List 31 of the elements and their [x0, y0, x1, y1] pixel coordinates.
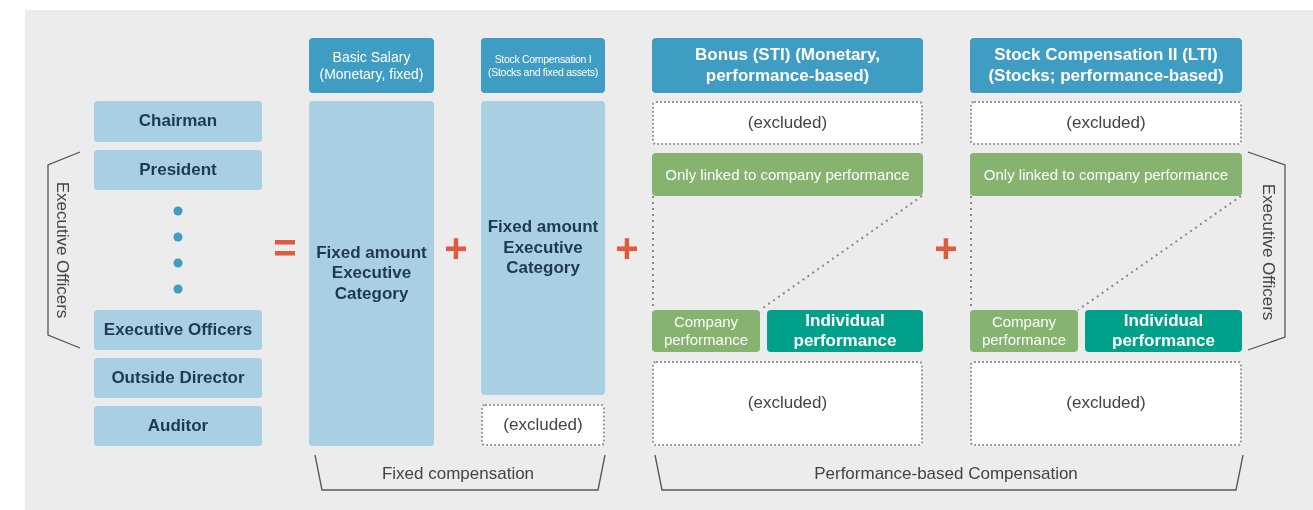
- performance-box: Company performance: [970, 310, 1078, 352]
- bracket-label: Fixed compensation: [381, 464, 535, 482]
- equals-sign: =: [273, 228, 297, 268]
- role-box: President: [94, 150, 262, 190]
- plus-sign: +: [444, 228, 468, 268]
- excluded-box: (excluded): [970, 101, 1242, 145]
- amount-panel: Fixed amount Executive Category: [309, 101, 434, 446]
- performance-box: Only linked to company performance: [652, 153, 923, 196]
- bracket-label: Executive Officers: [53, 181, 71, 319]
- excluded-box: (excluded): [652, 361, 923, 446]
- column-header: Stock Compensation I (Stocks and fixed assets): [481, 38, 605, 93]
- performance-box: Individual performance: [1085, 310, 1242, 352]
- dotted-line: [1077, 195, 1242, 311]
- performance-box: Only linked to company performance: [970, 153, 1242, 196]
- bracket-label: Performance-based Compensation: [814, 464, 1078, 482]
- column-header: Bonus (STI) (Monetary, performance-based): [652, 38, 923, 93]
- plus-sign: +: [934, 228, 958, 268]
- role-box: Chairman: [94, 101, 262, 142]
- excluded-box: (excluded): [652, 101, 923, 145]
- role-box: Auditor: [94, 406, 262, 446]
- role-box: Executive Officers: [94, 310, 262, 350]
- performance-box: Company performance: [652, 310, 760, 352]
- bracket-label: Executive Officers: [1259, 183, 1277, 321]
- column-header: Basic Salary (Monetary, fixed): [309, 38, 434, 93]
- column-header: Stock Compensation II (LTI) (Stocks; performance-based): [970, 38, 1242, 93]
- performance-box: Individual performance: [767, 310, 923, 352]
- excluded-box: (excluded): [970, 361, 1242, 446]
- role-box: Outside Director: [94, 358, 262, 398]
- excluded-box: (excluded): [481, 404, 605, 446]
- amount-panel: Fixed amount Executive Category: [481, 101, 605, 395]
- plus-sign: +: [615, 228, 639, 268]
